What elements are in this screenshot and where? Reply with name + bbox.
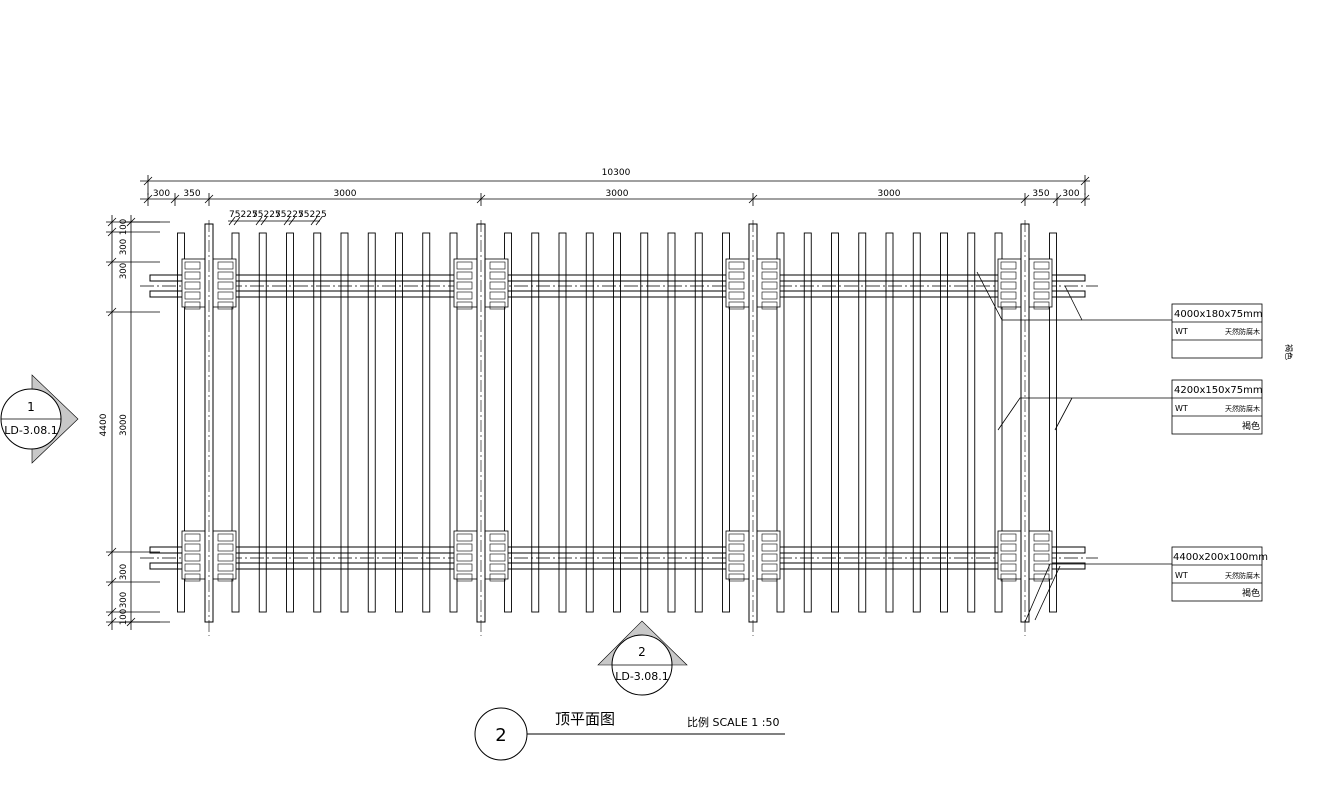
slat — [231, 232, 240, 613]
dimension-lines — [106, 175, 1090, 630]
slat — [313, 232, 322, 613]
slat — [776, 232, 785, 613]
top-segment-dimension: 3000 — [334, 189, 357, 199]
drawing-scale: 比例 SCALE 1 :50 — [687, 715, 779, 729]
spacing-dimension: 225 — [310, 210, 327, 220]
spacing-dimension: 225 — [264, 210, 281, 220]
slat — [667, 232, 676, 613]
post-assembly — [453, 220, 509, 636]
callout-table-1: 4000x180x75mm WT 天然防腐木 褐色 — [1171, 303, 1294, 360]
top-segment-dimension: 3000 — [606, 189, 629, 199]
callout-1-code: WT — [1175, 327, 1188, 336]
drawing-title: 顶平面图 — [555, 710, 615, 728]
spacing-dimension: 225 — [287, 210, 304, 220]
callout-3-color: 褐色 — [1242, 587, 1260, 599]
slat — [449, 232, 458, 613]
slat — [858, 232, 867, 613]
callout-3-size: 4400x200x100mm — [1173, 552, 1268, 563]
bottom-beam — [140, 546, 1098, 570]
top-segment-dimension: 300 — [1062, 189, 1079, 199]
callout-3-material: 天然防腐木 — [1225, 571, 1260, 580]
slat — [994, 232, 1003, 613]
callout-table-3: 4400x200x100mm WT 天然防腐木 褐色 — [1171, 546, 1268, 602]
section-mark-1-number: 1 — [27, 400, 35, 414]
overall-dimension: 10300 — [602, 168, 631, 178]
slat — [1049, 232, 1057, 613]
slat — [831, 232, 839, 613]
slat — [967, 232, 976, 613]
callout-1-size: 4000x180x75mm — [1174, 309, 1263, 320]
slat — [531, 232, 540, 613]
top-segment-dimension: 300 — [153, 189, 170, 199]
callout-2-size: 4200x150x75mm — [1174, 385, 1263, 396]
slat — [177, 232, 185, 613]
callout-2-color: 褐色 — [1242, 420, 1260, 432]
left-segment-dimension: 3000 — [119, 414, 129, 436]
spacing-dimension: 225 — [241, 210, 258, 220]
slat — [885, 232, 894, 613]
drawing-title-block: 2 顶平面图 比例 SCALE 1 :50 — [474, 707, 785, 761]
slat — [694, 232, 703, 613]
left-segment-dimension: 300 — [119, 263, 129, 279]
spacing-dimension: 75 — [252, 210, 263, 220]
left-segment-dimension: 300 — [119, 592, 129, 608]
beams-group — [140, 274, 1098, 570]
callout-1-material: 天然防腐木 — [1225, 327, 1260, 336]
spacing-dimension: 75 — [275, 210, 286, 220]
slat — [340, 232, 349, 613]
section-mark-1-sheet: LD-3.08.1 — [4, 424, 58, 437]
callout-leaders — [976, 271, 1172, 623]
spacing-dimension: 75 — [298, 210, 309, 220]
left-segment-dimension: 300 — [119, 239, 129, 255]
post-assembly — [725, 220, 781, 636]
section-mark-1: 1 LD-3.08.1 — [0, 374, 79, 464]
slat — [395, 232, 403, 613]
callout-3-code: WT — [1175, 571, 1188, 580]
slat — [258, 232, 267, 613]
slat — [585, 232, 594, 613]
post-group — [181, 220, 1053, 636]
slat — [558, 232, 567, 613]
drawing-number: 2 — [495, 725, 506, 746]
slat — [286, 232, 294, 613]
top-segment-dimension: 350 — [1032, 189, 1049, 199]
left-segment-dimension: 100 — [119, 609, 129, 625]
post-assembly — [181, 220, 237, 636]
callout-1-color: 褐色 — [1284, 344, 1294, 360]
left-segment-dimension: 100 — [119, 219, 129, 235]
slat — [422, 232, 431, 613]
slat — [504, 232, 512, 613]
callout-2-material: 天然防腐木 — [1225, 404, 1260, 413]
section-mark-2-number: 2 — [638, 645, 646, 659]
slat — [640, 232, 649, 613]
top-segment-dimension: 3000 — [878, 189, 901, 199]
left-segment-dimension: 300 — [119, 564, 129, 580]
section-mark-2-sheet: LD-3.08.1 — [615, 670, 669, 683]
top-segment-dimension: 350 — [183, 189, 200, 199]
slat — [367, 232, 376, 613]
top-beam — [140, 274, 1098, 298]
slat — [940, 232, 948, 613]
spacing-dimension: 75 — [229, 210, 240, 220]
post-assembly — [997, 220, 1053, 636]
slat — [613, 232, 621, 613]
section-mark-2: 2 LD-3.08.1 — [597, 620, 688, 696]
slat-group — [177, 232, 1057, 613]
overall-vertical-dimension: 4400 — [99, 413, 109, 436]
slat — [803, 232, 812, 613]
slat — [912, 232, 921, 613]
callout-table-2: 4200x150x75mm WT 天然防腐木 褐色 — [1171, 379, 1263, 435]
slat — [722, 232, 730, 613]
callout-2-code: WT — [1175, 404, 1188, 413]
